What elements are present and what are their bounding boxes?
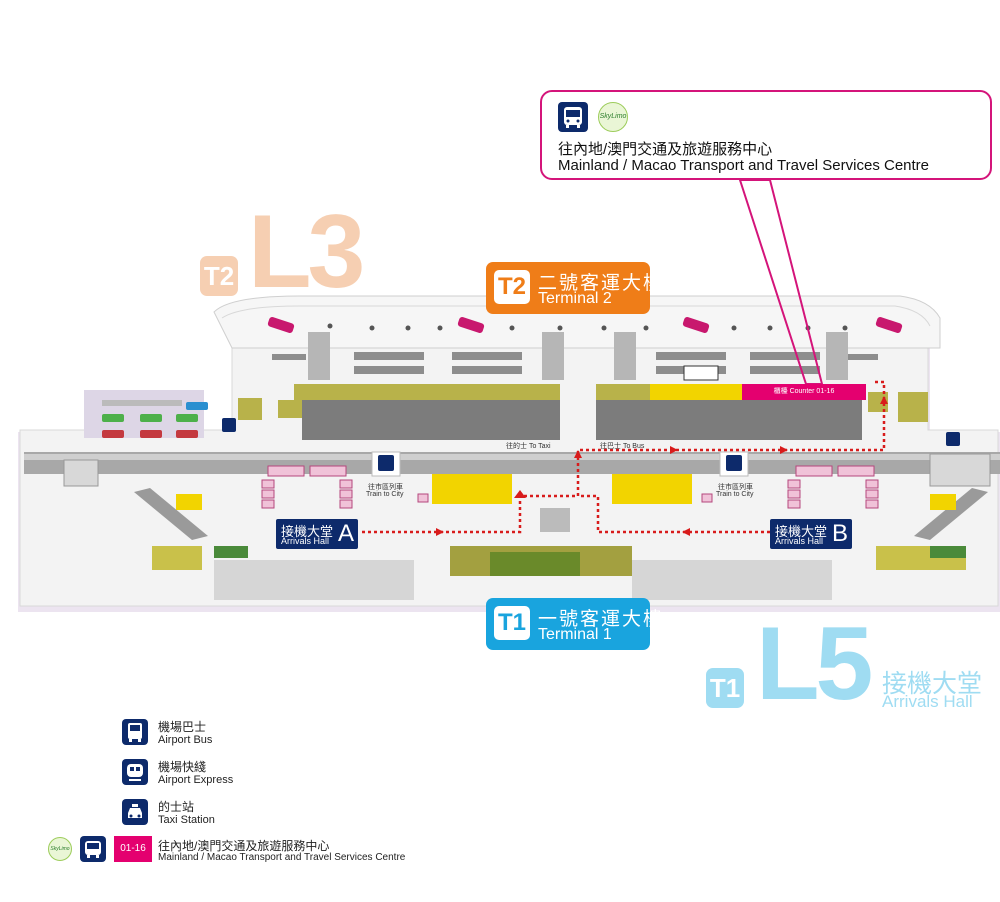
legend-airport-bus-en: Airport Bus bbox=[158, 734, 213, 746]
t2-arrival-blocks bbox=[176, 474, 956, 510]
airport-express-icon bbox=[122, 759, 148, 785]
terminal-1-badge: T1 一號客運大樓 Terminal 1 bbox=[486, 598, 662, 650]
legend-skylimo-icon: SkyLimo bbox=[48, 837, 72, 861]
legend-airport-express-zh: 機場快綫 bbox=[158, 760, 207, 774]
train-to-city-en-right: Train to City bbox=[716, 491, 754, 498]
t1-arrival-area bbox=[152, 546, 966, 600]
to-bus-label: 往巴士 To Bus bbox=[600, 443, 645, 450]
terminal-2-badge: T2 二號客運大樓 Terminal 2 bbox=[486, 262, 662, 314]
terminal-2-name-en: Terminal 2 bbox=[538, 290, 612, 307]
arrivals-hall-a-label: 接機大堂 Arrivals Hall A bbox=[276, 519, 358, 549]
legend-taxi-station-zh: 的士站 bbox=[158, 800, 195, 814]
map-station-markers bbox=[222, 418, 960, 477]
hall-b-zh: 接機大堂 bbox=[775, 524, 828, 539]
hall-a-en: Arrivals Hall bbox=[281, 536, 330, 546]
t2-level-badge: T2 bbox=[200, 256, 238, 296]
to-taxi-label: 往的士 To Taxi bbox=[506, 443, 551, 450]
terminal-1-name-en: Terminal 1 bbox=[538, 626, 612, 643]
legend-coach-bus-icon bbox=[80, 836, 106, 862]
callout-title-en: Mainland / Macao Transport and Travel Se… bbox=[558, 157, 930, 174]
legend-service-centre-zh: 往內地/澳門交通及旅遊服務中心 bbox=[158, 839, 330, 853]
legend-counter-badge: 01-16 bbox=[114, 836, 152, 862]
terminal-2-number: T2 bbox=[494, 270, 530, 304]
counter-01-16-label: 櫃檯 Counter 01-16 bbox=[742, 384, 866, 400]
escalators bbox=[134, 488, 988, 540]
legend-service-centre-en: Mainland / Macao Transport and Travel Se… bbox=[158, 852, 406, 863]
legend-airport-express-en: Airport Express bbox=[158, 774, 234, 786]
train-to-city-zh-left: 往市區列車 bbox=[368, 484, 403, 491]
arrivals-hall-b-label: 接機大堂 Arrivals Hall B bbox=[770, 519, 852, 549]
t1-arrivals-hall-en: Arrivals Hall bbox=[882, 692, 973, 711]
walkways bbox=[308, 332, 848, 380]
legend-airport-bus-zh: 機場巴士 bbox=[158, 720, 207, 734]
terminal-1-name-zh: 一號客運大樓 bbox=[538, 609, 665, 630]
roadway-vehicles bbox=[267, 317, 903, 333]
callout-title-zh: 往內地/澳門交通及旅遊服務中心 bbox=[558, 141, 773, 158]
hall-a-letter: A bbox=[337, 520, 354, 547]
terminal-2-name-zh: 二號客運大樓 bbox=[538, 273, 665, 294]
taxi-station-icon bbox=[122, 799, 148, 825]
airport-bus-icon bbox=[122, 719, 148, 745]
coach-bus-icon bbox=[558, 102, 588, 132]
train-to-city-zh-right: 往市區列車 bbox=[718, 484, 753, 491]
t1-level-number: L5 bbox=[756, 606, 873, 722]
t1-level-badge: T1 bbox=[706, 668, 744, 708]
retail-units bbox=[261, 465, 879, 509]
terminal-1-number: T1 bbox=[494, 606, 530, 640]
transport-centre-callout: SkyLimo 往內地/澳門交通及旅遊服務中心 Mainland / Macao… bbox=[540, 90, 992, 180]
t1-arrivals-hall-zh: 接機大堂 bbox=[882, 670, 983, 698]
train-to-city-en-left: Train to City bbox=[366, 491, 404, 498]
skylimo-logo-icon: SkyLimo bbox=[598, 102, 628, 132]
route-arrows bbox=[436, 396, 888, 536]
t2-level-number: L3 bbox=[248, 194, 365, 310]
hall-b-en: Arrivals Hall bbox=[775, 536, 824, 546]
hall-a-zh: 接機大堂 bbox=[281, 524, 334, 539]
legend-taxi-station-en: Taxi Station bbox=[158, 814, 215, 826]
hall-b-letter: B bbox=[831, 520, 848, 547]
car-park bbox=[84, 390, 208, 438]
